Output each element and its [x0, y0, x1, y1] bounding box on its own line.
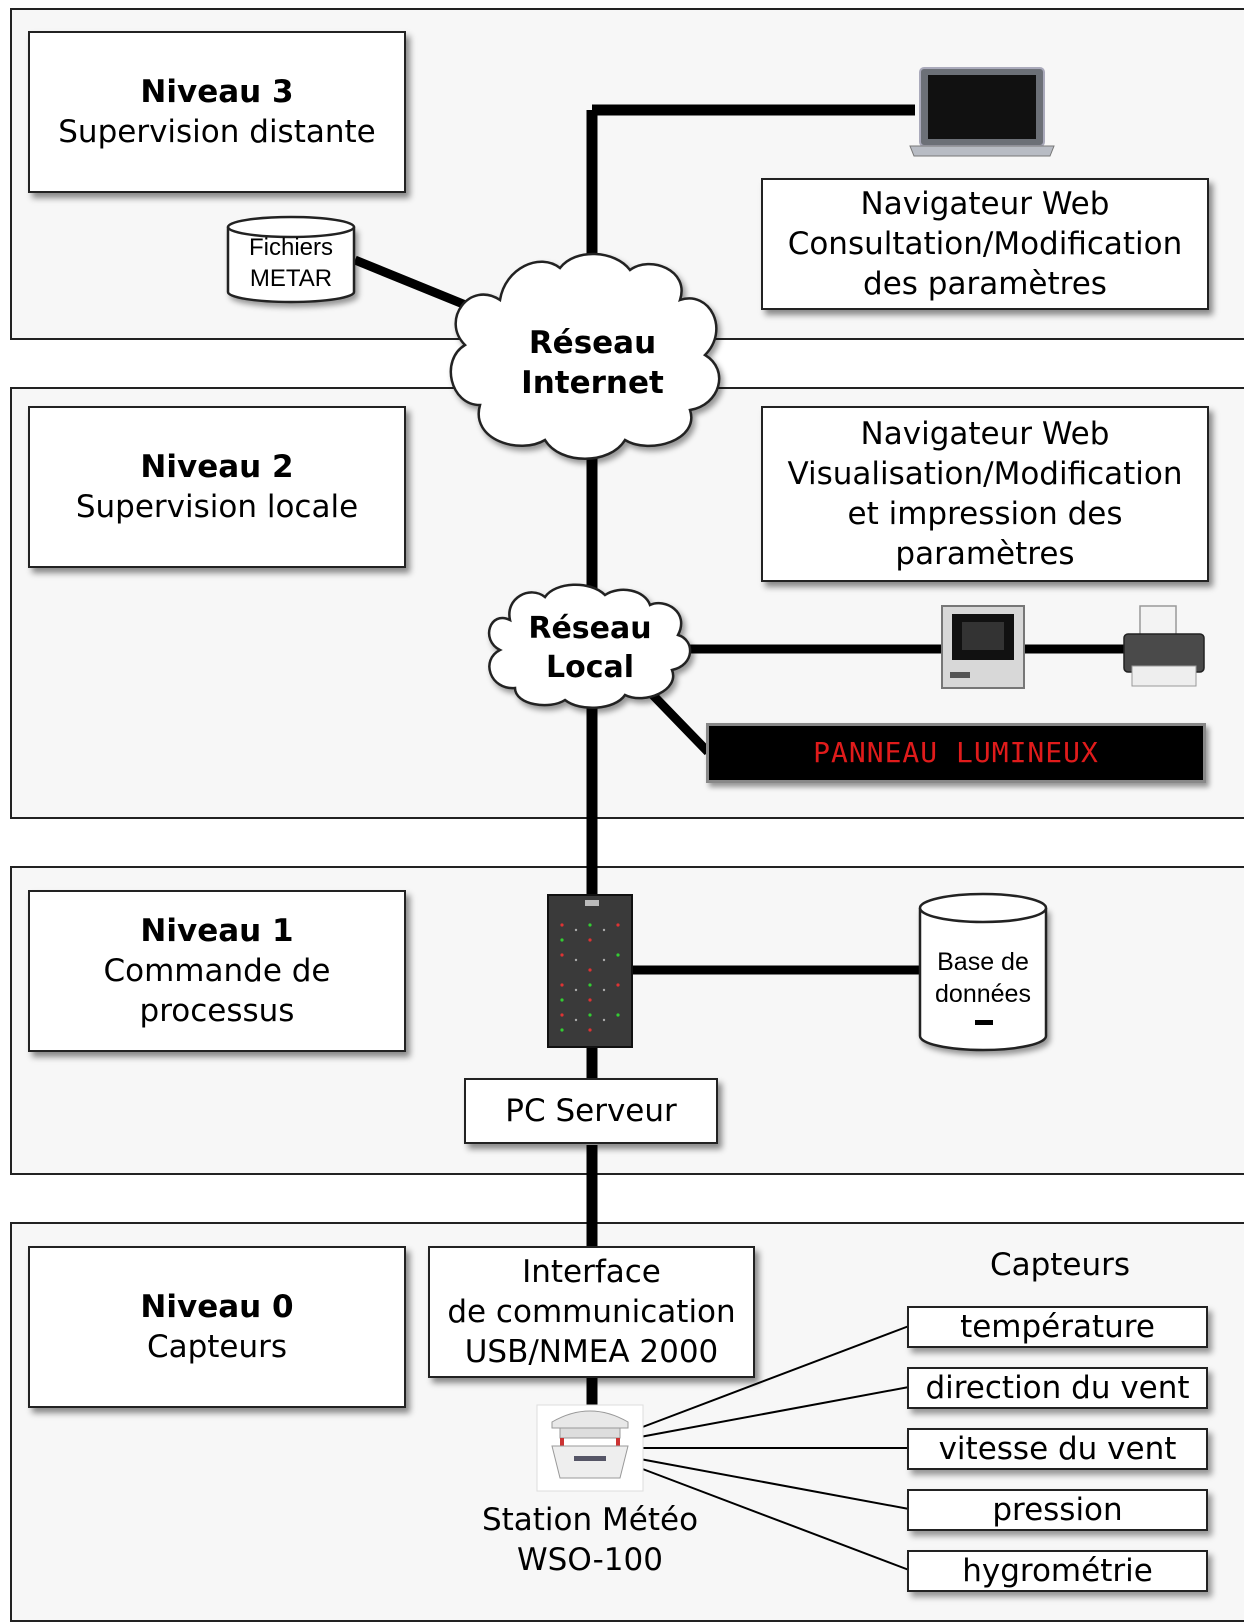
weather-station-label: Station Météo WSO-100: [440, 1500, 740, 1580]
local-cloud-icon: [488, 583, 692, 710]
sensor-wind-speed: vitesse du vent: [907, 1428, 1208, 1470]
sensor-temperature: température: [907, 1306, 1208, 1348]
level-0-subtitle: Capteurs: [146, 1329, 288, 1365]
remote-web-line3: des paramètres: [863, 266, 1107, 302]
internet-label: Réseau Internet: [490, 323, 695, 403]
station-line1: Station Météo: [481, 1502, 699, 1538]
remote-web-line1: Navigateur Web: [860, 186, 1110, 222]
remote-web-line2: Consultation/Modification: [787, 226, 1183, 262]
sensor-pressure: pression: [907, 1489, 1208, 1531]
database-line2: données: [935, 980, 1031, 1008]
sensor-hygrometry: hygrométrie: [907, 1550, 1208, 1592]
level-1-box: Niveau 1 Commande de processus: [28, 890, 406, 1052]
communication-interface-box: Interface de communication USB/NMEA 2000: [428, 1246, 755, 1378]
led-panel: PANNEAU LUMINEUX: [706, 723, 1206, 783]
local-network-label: Réseau Local: [500, 609, 680, 687]
level-0-title: Niveau 0: [140, 1289, 294, 1325]
metar-line2: METAR: [249, 265, 333, 292]
interface-line3: USB/NMEA 2000: [464, 1334, 719, 1370]
local-web-line3: et impression des: [847, 496, 1123, 532]
pc-server-label: PC Serveur: [505, 1093, 677, 1129]
level-2-title: Niveau 2: [140, 449, 294, 485]
sensor-wind-direction: direction du vent: [907, 1367, 1208, 1409]
station-line2: WSO-100: [517, 1542, 663, 1578]
level-3-box: Niveau 3 Supervision distante: [28, 31, 406, 193]
local-net-line2: Local: [545, 650, 635, 685]
desktop-computer-icon: [941, 605, 1025, 689]
metar-line1: Fichiers: [248, 234, 333, 261]
metar-label: Fichiers METAR: [228, 232, 354, 294]
level-1-title: Niveau 1: [140, 913, 294, 949]
level-3-title: Niveau 3: [140, 74, 294, 110]
laptop-icon: [909, 67, 1055, 157]
level-2-box: Niveau 2 Supervision locale: [28, 406, 406, 568]
metar-files-icon: [226, 215, 356, 304]
remote-web-browser-box: Navigateur Web Consultation/Modification…: [761, 178, 1209, 310]
database-icon: [918, 892, 1048, 1052]
printer-icon: [1123, 605, 1205, 687]
pc-server-box: PC Serveur: [464, 1078, 718, 1144]
database-label: Base de données: [920, 946, 1046, 1010]
local-web-line1: Navigateur Web: [860, 416, 1110, 452]
internet-line1: Réseau: [528, 325, 657, 361]
level-1-line2: processus: [139, 993, 295, 1029]
interface-line2: de communication: [447, 1294, 736, 1330]
level-2-subtitle: Supervision locale: [75, 489, 359, 525]
level-3-subtitle: Supervision distante: [58, 114, 376, 150]
weather-station-icon: [536, 1404, 644, 1492]
local-web-browser-box: Navigateur Web Visualisation/Modificatio…: [761, 406, 1209, 582]
internet-line2: Internet: [521, 365, 664, 401]
internet-cloud-icon: [449, 252, 721, 460]
local-web-line2: Visualisation/Modification: [787, 456, 1183, 492]
level-0-box: Niveau 0 Capteurs: [28, 1246, 406, 1408]
server-tower-icon: [547, 894, 633, 1048]
level-1-line1: Commande de: [103, 953, 331, 989]
interface-line1: Interface: [522, 1254, 661, 1290]
local-net-line1: Réseau: [528, 611, 652, 646]
sensors-title: Capteurs: [989, 1247, 1131, 1283]
database-line1: Base de: [937, 948, 1029, 976]
local-web-line4: paramètres: [895, 536, 1075, 572]
